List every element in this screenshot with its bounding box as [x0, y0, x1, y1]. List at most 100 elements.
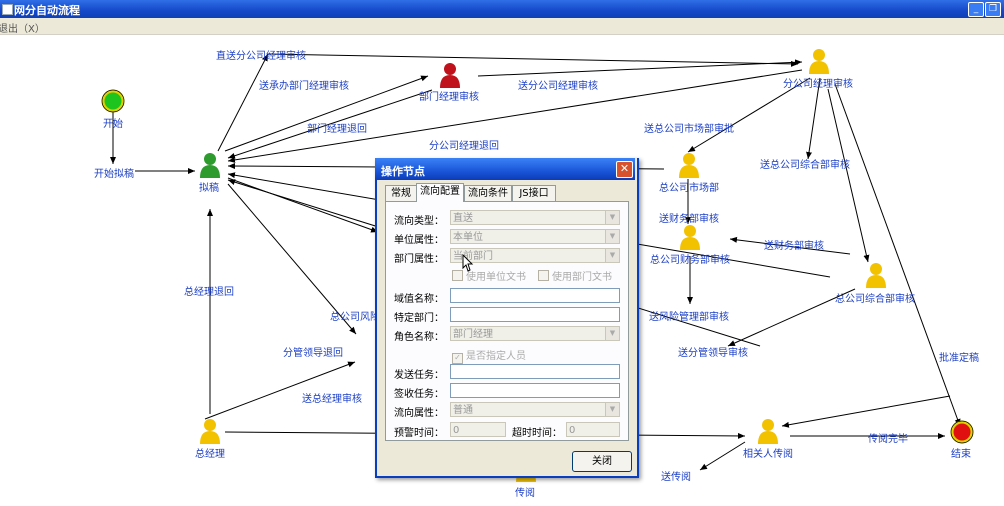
unit-attr-label: 单位属性： [394, 235, 444, 246]
close-icon[interactable]: ✕ [616, 161, 633, 178]
edge-label-to-leader[interactable]: 送分管领导审核 [678, 348, 748, 359]
timeout-value: 0 [569, 425, 576, 436]
use-dept-doc-checkbox[interactable]: 使用部门文书 [538, 268, 612, 283]
node-label-general-manager: 总经理 [195, 449, 225, 460]
start-node-icon[interactable] [101, 89, 125, 113]
exit-menu-item[interactable]: 退出（X） [0, 24, 45, 35]
mouse-cursor-icon [462, 254, 474, 272]
edge-label-leader-return[interactable]: 分管领导退回 [283, 348, 343, 359]
hq-general-user-icon[interactable] [865, 262, 887, 288]
timeout-label: 超时时间： [512, 428, 562, 439]
specify-person-checkbox[interactable]: ✓是否指定人员 [452, 347, 526, 364]
edge-label-read-done[interactable]: 传阅完毕 [868, 434, 908, 445]
edge-label-hq-risk-return[interactable]: 总公司风险 [330, 312, 380, 323]
tab-js-interface[interactable]: JS接口 [512, 185, 556, 201]
close-button[interactable]: 关闭 [572, 451, 632, 472]
flow-attr-select[interactable]: 普通 ▼ [450, 402, 620, 417]
unit-attr-select[interactable]: 本单位 ▼ [450, 229, 620, 244]
specify-person-label: 是否指定人员 [466, 351, 526, 362]
dept-attr-value: 当前部门 [453, 251, 493, 262]
send-task-label: 发送任务： [394, 370, 444, 381]
node-label-hq-market: 总公司市场部 [659, 183, 719, 194]
warn-time-label: 预警时间： [394, 428, 444, 439]
warn-time-input[interactable]: 0 [450, 422, 506, 437]
menu-bar: 退出（X） [0, 18, 1004, 35]
specific-dept-label: 特定部门： [394, 313, 444, 324]
edge-label-to-dept-manager[interactable]: 送承办部门经理审核 [259, 81, 349, 92]
sign-task-label: 签收任务： [394, 389, 444, 400]
chevron-down-icon[interactable]: ▼ [605, 230, 619, 243]
operation-node-dialog: 操作节点 ✕ 常规 流向配置 流向条件 JS接口 流向类型： 直送▼ 单位属性：… [375, 158, 639, 478]
hq-finance-user-icon[interactable] [679, 224, 701, 250]
title-bar: 网分自动流程 _ ❐ [0, 0, 1004, 18]
chevron-down-icon[interactable]: ▼ [605, 327, 619, 340]
end-node-icon[interactable] [950, 420, 974, 444]
role-name-select[interactable]: 部门经理 ▼ [450, 326, 620, 341]
tab-flow-config[interactable]: 流向配置 [416, 183, 464, 202]
app-icon [2, 4, 13, 15]
edge-label-to-gm[interactable]: 送总经理审核 [302, 394, 362, 405]
role-name-label: 角色名称： [394, 332, 444, 343]
edge-label-to-finance-2[interactable]: 送财务部审核 [764, 241, 824, 252]
dept-attr-label: 部门属性： [394, 254, 444, 265]
node-label-hq-finance: 总公司财务部审核 [650, 255, 730, 266]
dialog-title: 操作节点 [381, 165, 425, 178]
use-unit-doc-label: 使用单位文书 [466, 272, 526, 283]
edge-label-to-risk[interactable]: 送风险管理部审核 [649, 312, 729, 323]
chevron-down-icon[interactable]: ▼ [605, 211, 619, 224]
specific-dept-input[interactable] [450, 307, 620, 322]
edge-label-to-branch[interactable]: 送分公司经理审核 [518, 81, 598, 92]
checkbox-box[interactable] [538, 270, 549, 281]
general-manager-user-icon[interactable] [199, 418, 221, 444]
flow-attr-value: 普通 [453, 405, 473, 416]
dept-manager-user-icon[interactable] [439, 62, 461, 88]
flow-config-panel: 流向类型： 直送▼ 单位属性： 本单位▼ 部门属性： 当前部门▼ 使用单位文书 … [385, 201, 629, 441]
domain-name-input[interactable] [450, 288, 620, 303]
edge-label-direct-branch[interactable]: 直送分公司经理审核 [216, 51, 306, 62]
edge-label-start-draft[interactable]: 开始拟稿 [94, 169, 134, 180]
draft-user-icon[interactable] [199, 152, 221, 178]
node-label-branch-manager: 分公司经理审核 [783, 79, 853, 90]
branch-manager-user-icon[interactable] [808, 48, 830, 74]
timeout-input[interactable]: 0 [566, 422, 620, 437]
edge-label-to-hq-market[interactable]: 送总公司市场部审批 [644, 124, 734, 135]
related-read-user-icon[interactable] [757, 418, 779, 444]
dialog-title-bar[interactable]: 操作节点 ✕ [375, 158, 635, 180]
edge-label-branch-return[interactable]: 分公司经理退回 [429, 141, 499, 152]
hq-market-user-icon[interactable] [678, 152, 700, 178]
unit-attr-value: 本单位 [453, 232, 483, 243]
minimize-icon[interactable]: _ [968, 2, 984, 17]
use-dept-doc-label: 使用部门文书 [552, 272, 612, 283]
warn-time-value: 0 [453, 425, 460, 436]
checkmark-icon[interactable]: ✓ [452, 353, 463, 364]
send-task-input[interactable] [450, 364, 620, 379]
domain-name-label: 域值名称： [394, 294, 444, 305]
node-label-hq-general: 总公司综合部审核 [835, 294, 915, 305]
workflow-canvas[interactable]: 开始 拟稿 部门经理审核 分公司经理审核 总公司市场部 总公司财务部审核 总公司… [0, 34, 1004, 506]
sign-task-input[interactable] [450, 383, 620, 398]
node-label-dept-manager: 部门经理审核 [419, 92, 479, 103]
chevron-down-icon[interactable]: ▼ [605, 249, 619, 262]
window-title: 网分自动流程 [14, 4, 80, 17]
flow-type-select[interactable]: 直送 ▼ [450, 210, 620, 225]
node-label-end: 结束 [951, 449, 971, 460]
checkbox-box[interactable] [452, 270, 463, 281]
flow-type-value: 直送 [453, 213, 473, 224]
tab-general[interactable]: 常规 [385, 185, 417, 201]
restore-icon[interactable]: ❐ [985, 2, 1001, 17]
use-unit-doc-checkbox[interactable]: 使用单位文书 [452, 268, 526, 283]
edge-label-dept-return[interactable]: 部门经理退回 [307, 124, 367, 135]
chevron-down-icon[interactable]: ▼ [605, 403, 619, 416]
edge-label-to-finance[interactable]: 送财务部审核 [659, 214, 719, 225]
edge-label-approve[interactable]: 批准定稿 [939, 353, 979, 364]
edge-label-gm-return[interactable]: 总经理退回 [184, 287, 234, 298]
edge-label-to-hq-general[interactable]: 送总公司综合部审核 [760, 160, 850, 171]
node-label-related-read: 相关人传阅 [743, 449, 793, 460]
flow-attr-label: 流向属性： [394, 408, 444, 419]
tab-flow-condition[interactable]: 流向条件 [464, 185, 512, 201]
node-label-pass-read: 传阅 [515, 488, 535, 499]
node-label-start: 开始 [103, 119, 123, 130]
role-name-value: 部门经理 [453, 329, 493, 340]
edge-label-send-read[interactable]: 送传阅 [661, 472, 691, 483]
dept-attr-select[interactable]: 当前部门 ▼ [450, 248, 620, 263]
